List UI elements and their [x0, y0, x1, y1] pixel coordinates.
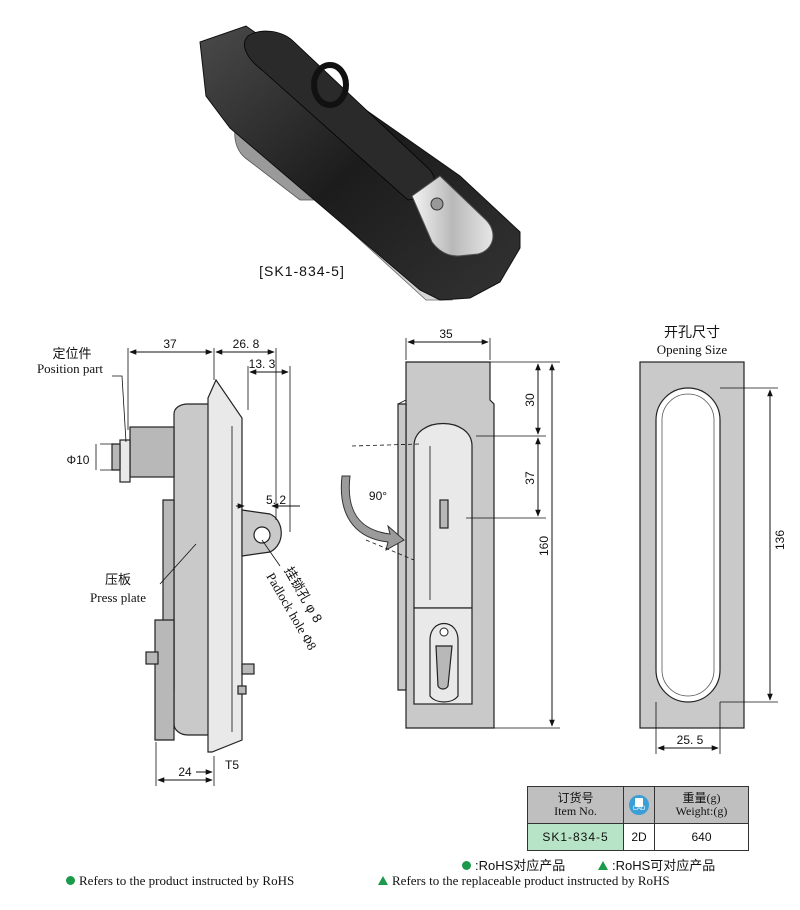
press-plate-en: Press plate — [90, 590, 146, 605]
opening-title-en: Opening Size — [657, 342, 728, 357]
weight-header: 重量(g) Weight:(g) — [654, 786, 749, 824]
photo-caption: [SK1-834-5] — [259, 263, 345, 279]
dim-136: 136 — [773, 530, 787, 550]
item-no-header-cn: 订货号 — [557, 791, 594, 805]
green-dot-icon — [462, 861, 471, 870]
green-dot-icon — [66, 876, 75, 885]
dim-5-2: 5. 2 — [266, 493, 286, 507]
dim-24: 24 — [178, 765, 192, 779]
weight-header-en: Weight:(g) — [675, 804, 728, 818]
opening-title-cn: 开孔尺寸 — [664, 324, 720, 340]
front-view — [340, 361, 495, 729]
legend-replace-cn-row: :RoHS可对应产品 — [598, 855, 715, 874]
product-photo — [199, 25, 521, 301]
dim-160: 160 — [537, 536, 551, 556]
dim-t5: T5 — [225, 758, 239, 772]
rotation-angle: 90° — [369, 489, 387, 503]
legend-rohs-en-row: Refers to the product instructed by RoHS — [66, 873, 294, 889]
dim-13-3: 13. 3 — [249, 357, 276, 371]
dim-37-front: 37 — [523, 471, 537, 485]
cad-value[interactable]: 2D — [623, 823, 655, 851]
locating-part-en: Position part — [37, 361, 103, 376]
green-triangle-icon — [378, 876, 388, 885]
item-no-header: 订货号 Item No. — [527, 786, 624, 824]
front-view-dimensions — [405, 338, 560, 729]
item-no-value: SK1-834-5 — [527, 823, 624, 851]
opening-size-view — [639, 361, 745, 729]
dim-26-8: 26. 8 — [233, 337, 260, 351]
legend-rohs-cn-row: :RoHS对应产品 — [462, 855, 565, 874]
locating-part-cn: 定位件 — [52, 346, 91, 361]
cad-icon: CAD — [629, 795, 649, 815]
dim-30: 30 — [523, 393, 537, 407]
legend-replace-en-row: Refers to the replaceable product instru… — [378, 873, 670, 889]
legend-rohs-en: Refers to the product instructed by RoHS — [79, 873, 295, 888]
spec-table: 订货号 Item No. CAD 重量(g) Weight:(g) SK1-83… — [527, 786, 749, 851]
press-plate-cn: 压板 — [105, 572, 131, 587]
legend-rohs-cn: :RoHS对应产品 — [475, 858, 566, 873]
item-no-header-en: Item No. — [554, 804, 597, 818]
cad-header: CAD — [623, 786, 655, 824]
side-view — [111, 378, 282, 753]
dim-phi10: Φ10 — [67, 453, 90, 467]
green-triangle-icon — [598, 861, 608, 870]
legend-replace-en: Refers to the replaceable product instru… — [392, 873, 670, 888]
weight-value: 640 — [654, 823, 749, 851]
dim-37-side: 37 — [163, 337, 177, 351]
dim-35: 35 — [439, 327, 453, 341]
dim-25-5: 25. 5 — [677, 733, 704, 747]
side-view-dimensions — [95, 348, 300, 786]
weight-header-cn: 重量(g) — [682, 791, 721, 805]
cad-icon-label: CAD — [632, 806, 646, 812]
legend-replace-cn: :RoHS可对应产品 — [612, 858, 716, 873]
opening-dimensions — [655, 387, 778, 754]
